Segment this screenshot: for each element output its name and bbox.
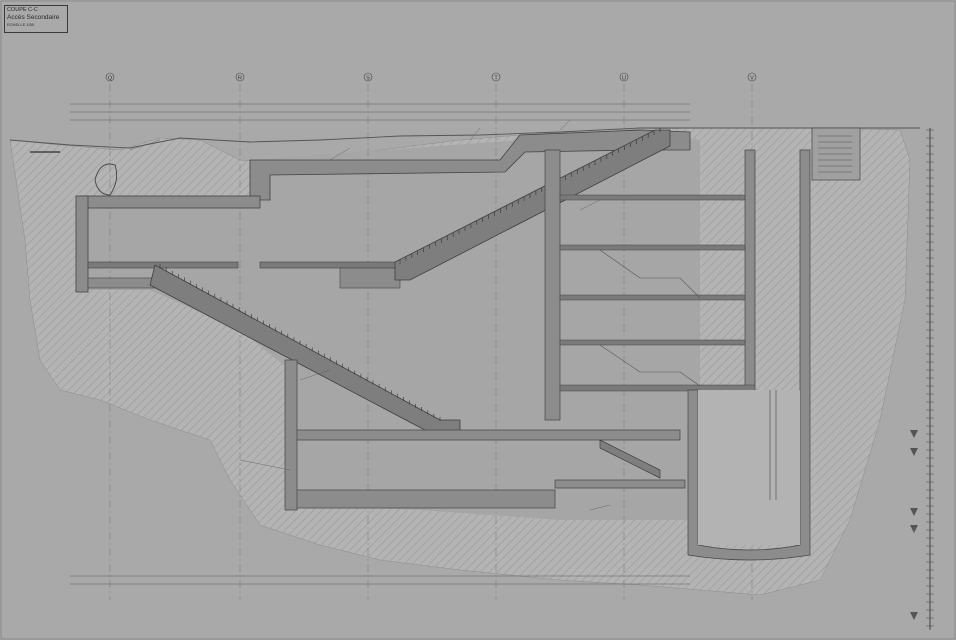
- entrance-canopy: [94, 163, 118, 196]
- level-markers: [910, 430, 918, 620]
- vertical-shaft: [544, 149, 756, 421]
- lower-corridor: [284, 359, 686, 511]
- surface-stair-box: [811, 127, 861, 181]
- grid-axis-label: V: [750, 76, 754, 82]
- level-scale: [926, 128, 934, 630]
- grid-axis-label: T: [494, 76, 498, 82]
- grid-axis-label: R: [238, 76, 242, 82]
- grid-axis-bubble: [363, 72, 373, 82]
- grid-axis-label: Q: [108, 76, 113, 82]
- section-title: COUPE C-C: [7, 7, 38, 13]
- grid-axis-bubble: [747, 72, 757, 82]
- title-block: COUPE C-C Accès Secondaire ECHELLE 1/50: [4, 5, 68, 33]
- grid-axis-bubble: [105, 72, 115, 82]
- lower-stair: [599, 439, 661, 479]
- grid-axis-bubble: [235, 72, 245, 82]
- scale-label: ECHELLE 1/50: [7, 22, 35, 27]
- deep-shaft: [687, 149, 811, 561]
- grid-axis-label: U: [622, 76, 626, 82]
- top-dimension-lines: [70, 103, 690, 585]
- ground-line: [9, 127, 920, 149]
- section-subtitle: Accès Secondaire: [7, 14, 60, 21]
- grid-axis-bubble: [491, 72, 501, 82]
- annotation-leaders: [129, 119, 611, 511]
- grid-axis-label: S: [366, 76, 370, 82]
- grid-axis-bubble: [619, 72, 629, 82]
